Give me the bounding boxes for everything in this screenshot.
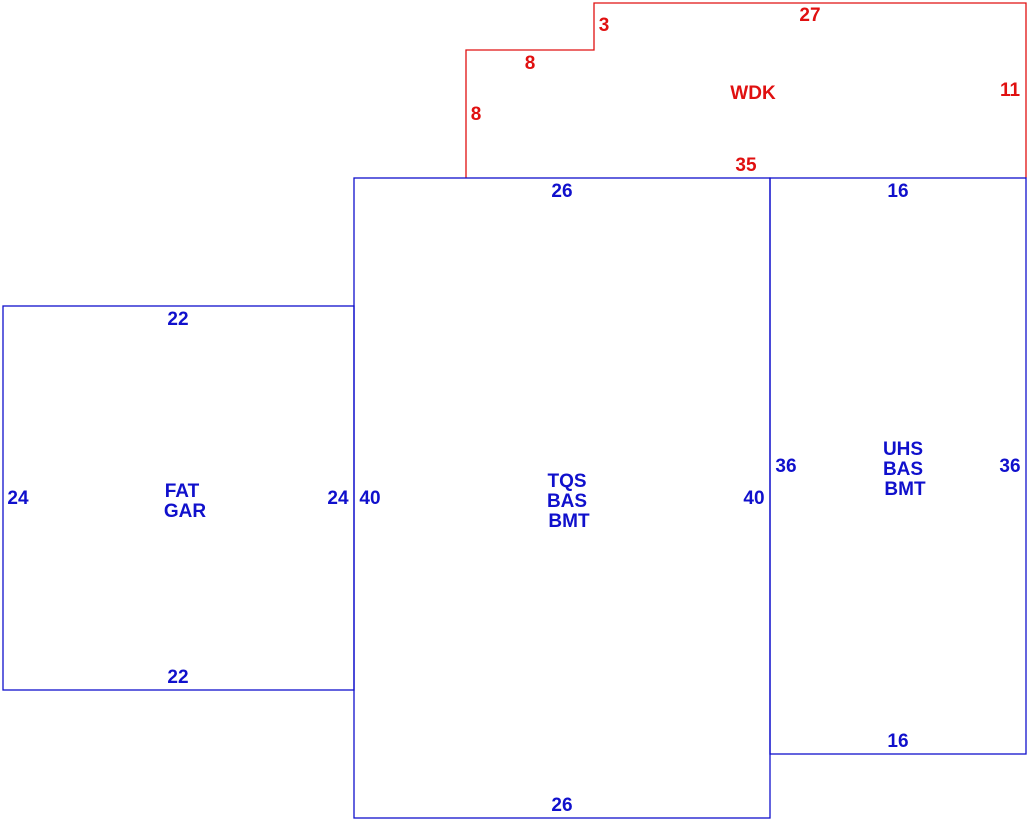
deck-dim-left: 8 (471, 104, 482, 125)
wing-dim-top: 16 (887, 181, 908, 202)
deck-dim-bottom: 35 (735, 155, 757, 176)
main-dim-bottom: 26 (551, 795, 572, 816)
deck-label: WDK (730, 83, 776, 104)
deck-dim-right: 11 (1000, 80, 1021, 101)
wing-outline (769, 177, 1027, 755)
wing-dim-left: 36 (775, 456, 796, 477)
wing-label-line2: BAS (883, 459, 923, 480)
garage-dim-top: 22 (167, 309, 188, 330)
garage-label-line1: FAT (165, 481, 200, 502)
deck-dim-top: 27 (799, 5, 820, 26)
main-label-line3: BMT (548, 511, 590, 532)
garage-dim-right: 24 (327, 488, 349, 509)
deck-dim-step: 3 (599, 15, 610, 36)
main-dim-right: 40 (743, 488, 764, 509)
wing-dim-bottom: 16 (887, 731, 908, 752)
wing-label-line3: BMT (884, 479, 926, 500)
main-dim-left: 40 (359, 488, 380, 509)
main-label-line2: BAS (547, 491, 587, 512)
deck-section: 3 27 8 8 11 35 WDK (465, 2, 1027, 178)
garage-dim-left: 24 (7, 488, 29, 509)
main-label-line1: TQS (547, 471, 586, 492)
garage-dim-bottom: 22 (167, 667, 188, 688)
wing-label-line1: UHS (883, 439, 923, 460)
garage-section: 22 22 24 24 FAT GAR (2, 305, 355, 691)
wing-section: 16 16 36 36 UHS BAS BMT (769, 177, 1027, 755)
main-section: 26 26 40 40 TQS BAS BMT (353, 177, 771, 819)
garage-label-line2: GAR (164, 501, 207, 522)
deck-dim-upper-left: 8 (525, 53, 536, 74)
deck-outline (465, 2, 1027, 178)
wing-dim-right: 36 (999, 456, 1020, 477)
main-dim-top: 26 (551, 181, 572, 202)
